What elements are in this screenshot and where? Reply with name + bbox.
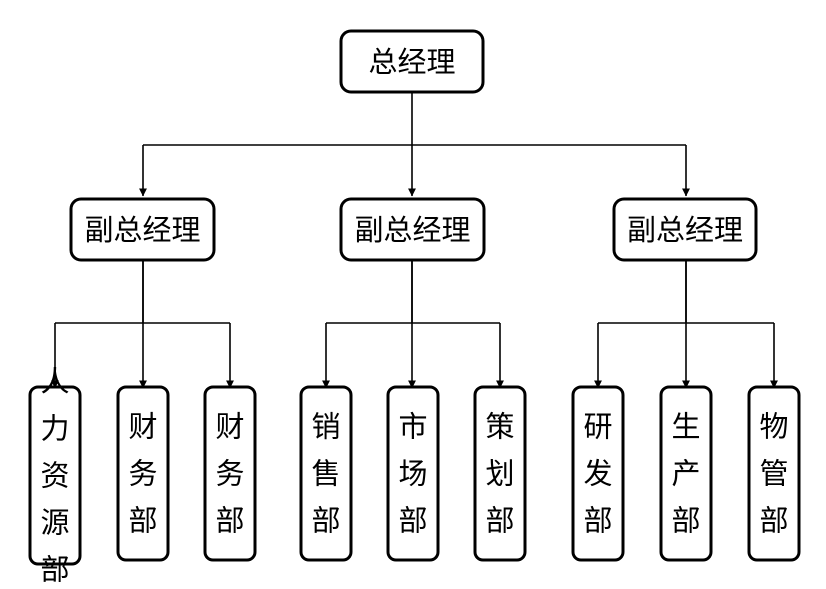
node-label: 财务部 (215, 410, 244, 538)
node-department-3-1: 研发部 (571, 385, 625, 562)
node-label: 总经理 (368, 45, 455, 79)
node-label: 市场部 (398, 410, 427, 538)
node-deputy-manager-3: 副总经理 (612, 197, 758, 262)
node-department-3-2: 生产部 (659, 385, 713, 562)
node-deputy-manager-1: 副总经理 (69, 197, 216, 262)
connector-lines (51, 92, 778, 389)
connector-root-to-branches (143, 92, 686, 146)
node-label: 财务部 (128, 410, 157, 538)
node-label: 生产部 (671, 410, 700, 538)
node-label: 副总经理 (354, 213, 470, 247)
node-label: 策划部 (485, 410, 514, 538)
node-label: 人力资源部 (40, 365, 69, 587)
node-label: 副总经理 (84, 213, 200, 247)
node-department-2-2: 市场部 (386, 385, 440, 562)
node-department-1-1: 人力资源部 (28, 365, 82, 587)
node-department-2-1: 销售部 (299, 385, 353, 562)
node-department-1-3: 财务部 (203, 385, 257, 562)
node-label: 销售部 (311, 410, 340, 538)
department-nodes: 人力资源部 财务部 财务部 销售部 市场部 策划部 研发部 生产部 物管部 (28, 365, 801, 587)
connector-branch-2 (326, 261, 500, 324)
node-general-manager: 总经理 (339, 29, 485, 94)
node-department-2-3: 策划部 (473, 385, 527, 562)
node-label: 副总经理 (627, 213, 743, 247)
node-label: 研发部 (583, 410, 612, 538)
node-department-1-2: 财务部 (116, 385, 170, 562)
node-deputy-manager-2: 副总经理 (339, 197, 486, 262)
node-label: 物管部 (759, 410, 788, 538)
node-department-3-3: 物管部 (747, 385, 801, 562)
